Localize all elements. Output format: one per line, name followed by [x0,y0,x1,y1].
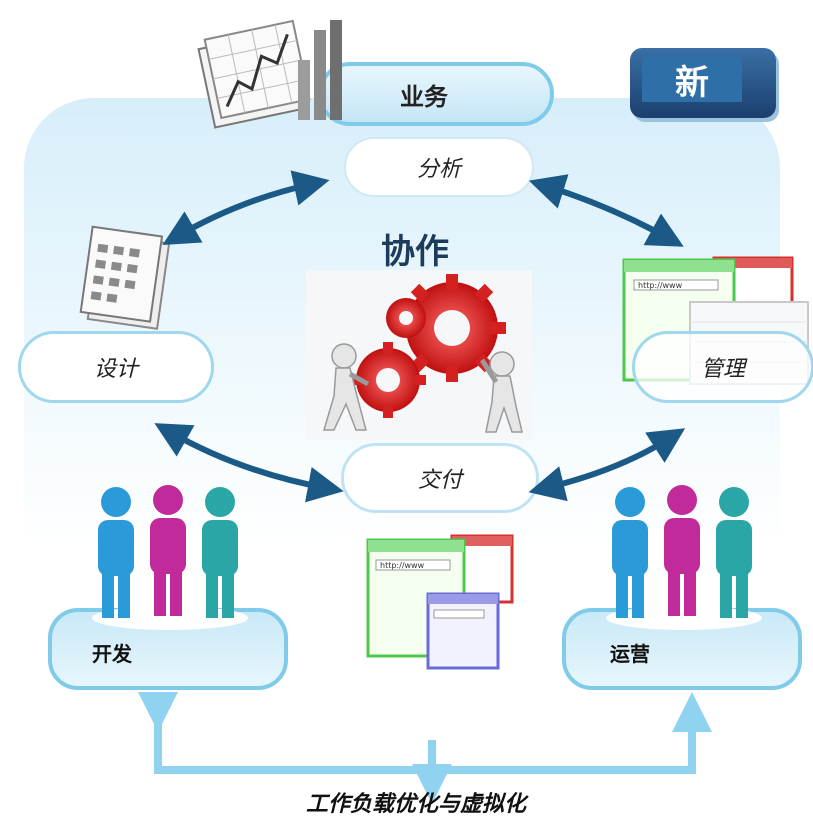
workload-label: 工作负载优化与虚拟化 [305,792,526,817]
management-url-text: http://www [638,281,683,290]
gear-medium-icon [350,342,426,418]
development-label: 开发 [92,642,132,666]
gear-large-icon [398,274,506,382]
arrow-delivery-management [528,428,686,502]
business-node: 业务 [318,62,554,126]
gear-small-icon [386,298,426,338]
arrow-analysis-design [162,170,330,246]
arrow-design-delivery [154,423,344,503]
management-node: 管理 [632,331,813,403]
delivery-windows-icon: http://www [366,534,514,670]
management-label: 管理 [700,357,745,382]
development-cloud: 开发 [48,608,288,690]
person-blue-icon [98,487,134,618]
design-label: 设计 [93,357,138,382]
new-badge-label: 新 [642,56,742,103]
operations-label: 运营 [610,642,650,666]
design-node: 设计 [18,331,214,403]
arrow-analysis-management [528,174,684,247]
delivery-node: 交付 [341,443,539,513]
design-document-icon [79,225,171,330]
analysis-node: 分析 [344,137,534,197]
collaboration-title: 协作 [381,232,449,272]
business-label: 业务 [400,82,448,111]
analysis-label: 分析 [416,157,461,182]
gears-illustration [306,270,532,440]
person-teal-icon [202,487,238,618]
workload-arrows [138,692,712,804]
business-chart-icon [197,19,342,129]
figures-icon [322,343,523,433]
delivery-url-text: http://www [380,561,425,570]
person-teal-icon [716,487,752,618]
delivery-label: 交付 [417,468,462,493]
new-badge: 新 [630,48,776,118]
